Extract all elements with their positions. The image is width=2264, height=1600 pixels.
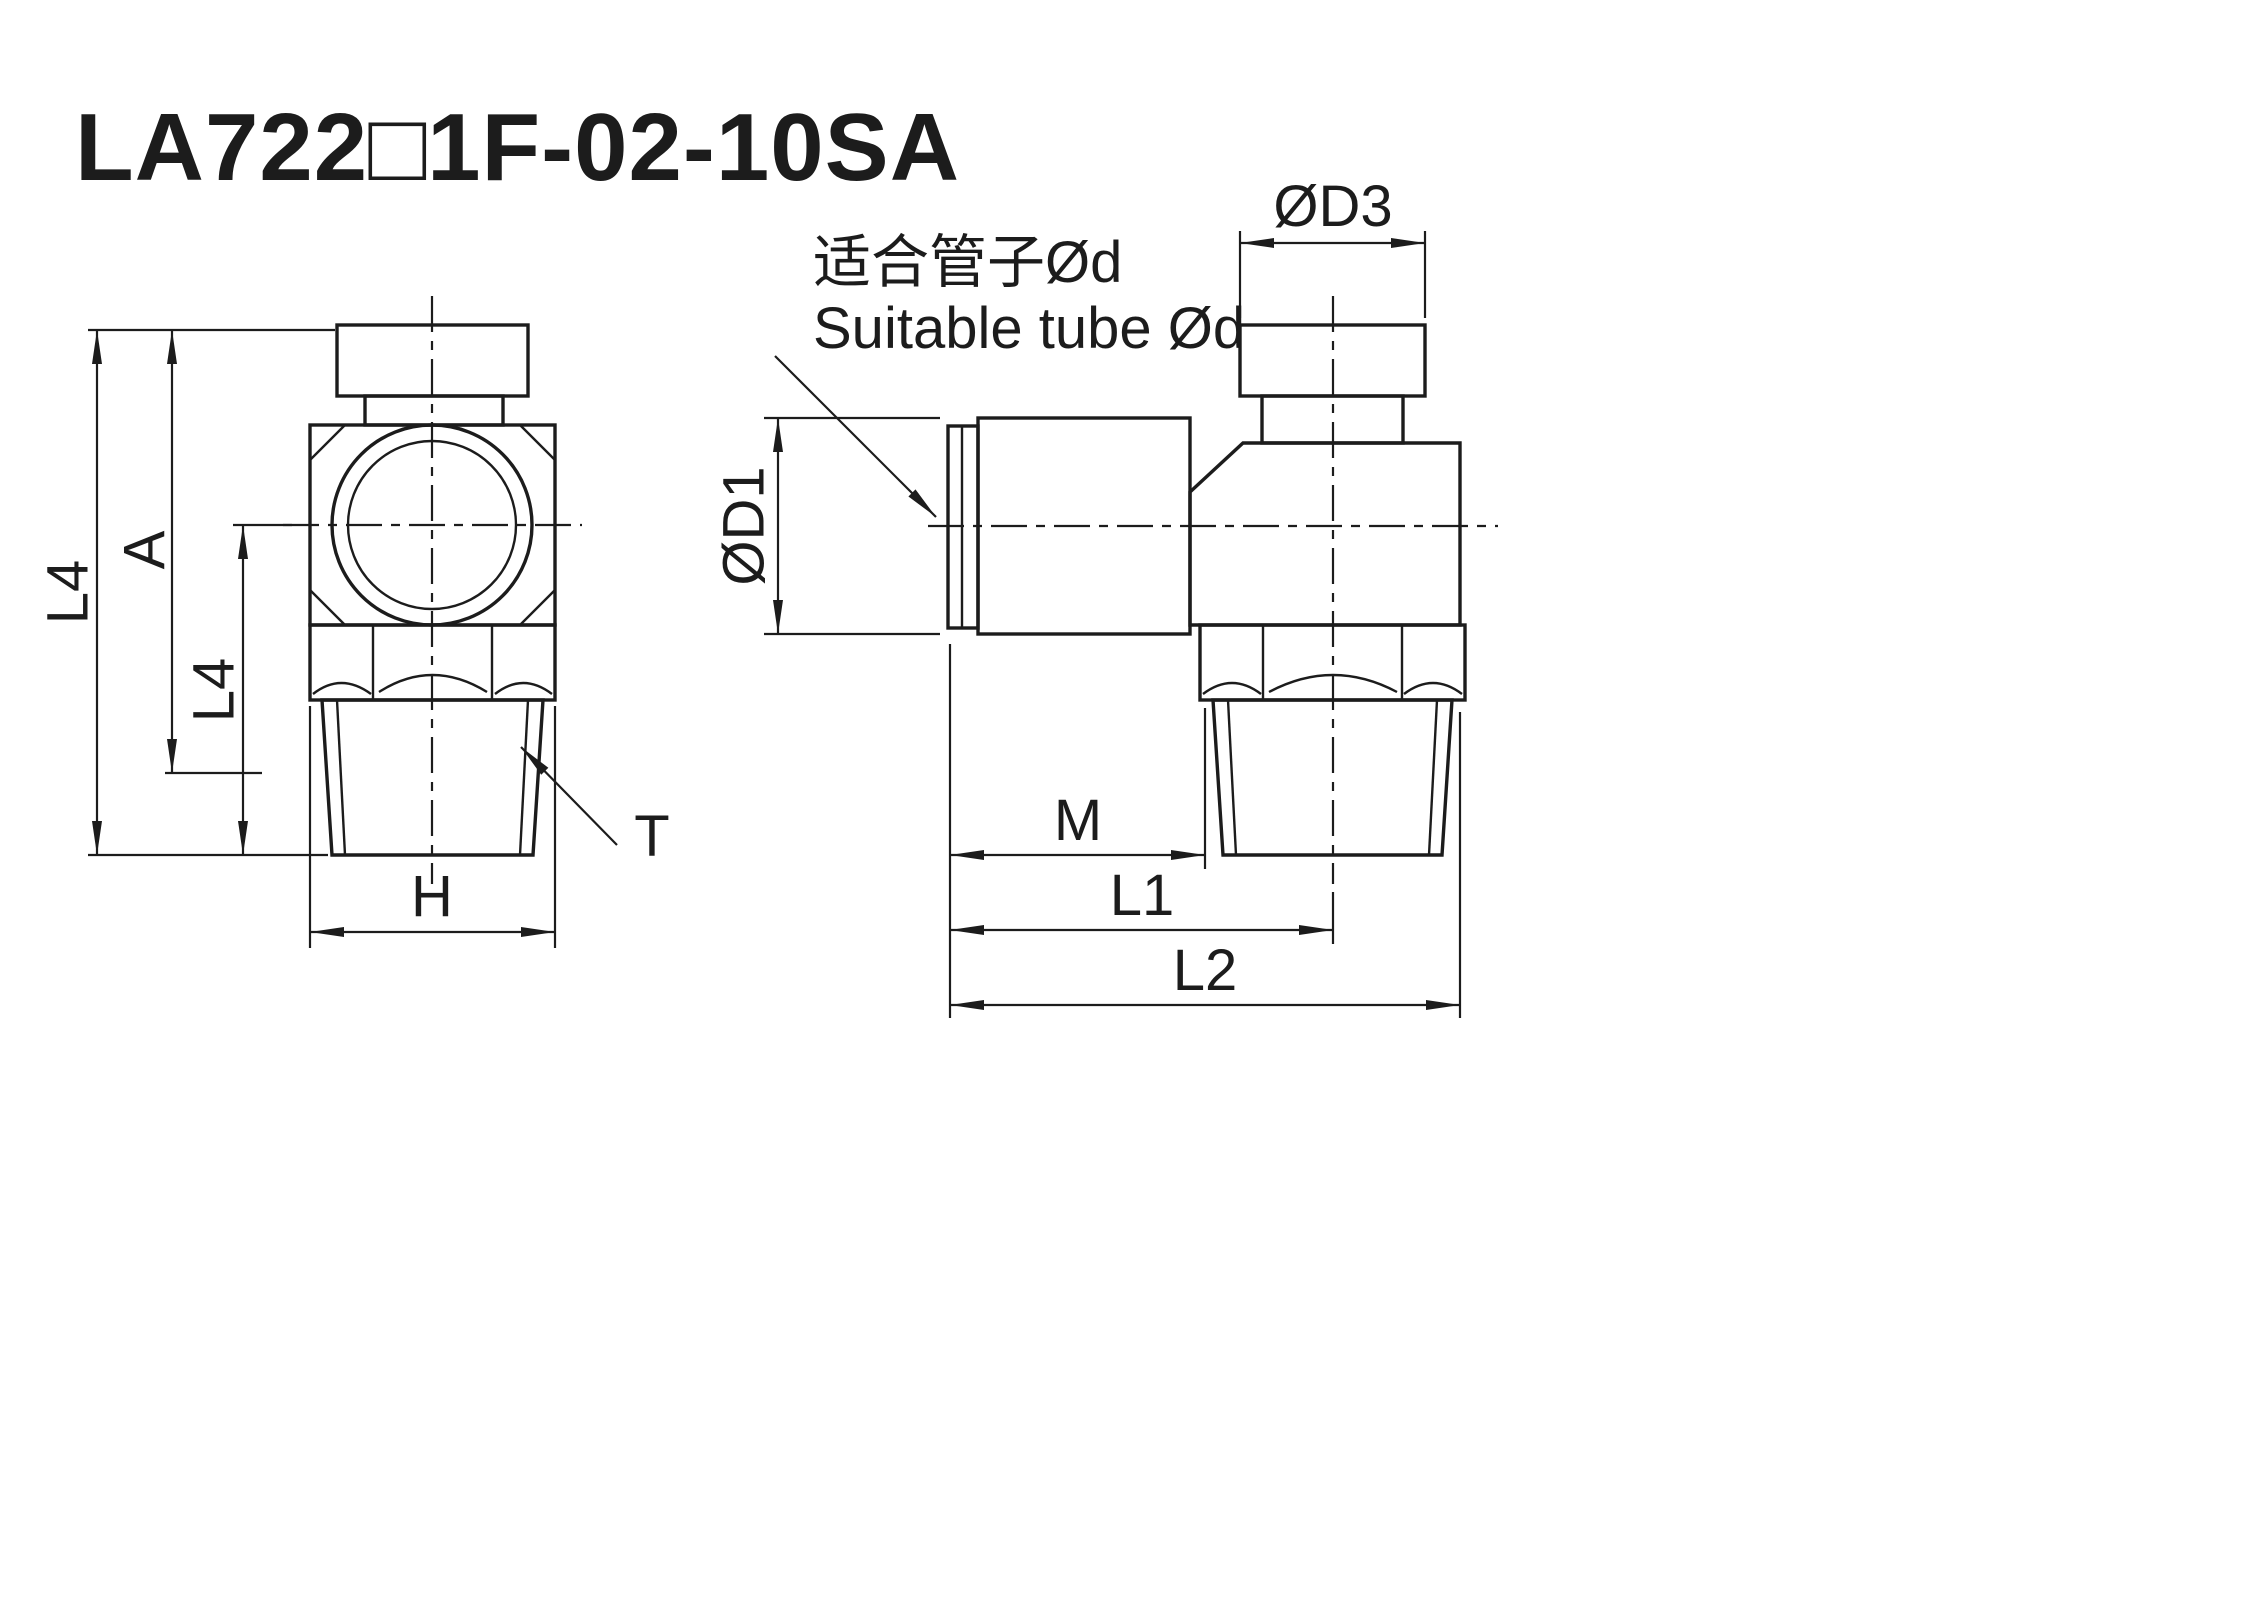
label-l4-outer: L4 (36, 560, 101, 625)
side-view (928, 296, 1498, 884)
side-hex-arc-right (1403, 681, 1463, 695)
front-hex-arc-right (494, 681, 553, 695)
label-l4-inner: L4 (182, 658, 247, 723)
front-neck (363, 394, 505, 427)
front-chamfer-br (519, 589, 556, 626)
front-hex-arc-mid (378, 673, 488, 694)
label-t: T (634, 804, 669, 869)
side-thread-line-left (1226, 699, 1238, 856)
label-d3: ØD3 (1273, 174, 1392, 239)
front-chamfer-bl (309, 589, 346, 626)
side-hex-arc-mid (1268, 673, 1398, 694)
suitable-tube-cn: 适合管子Ød (813, 230, 1122, 295)
side-elbow-body (1188, 441, 1462, 627)
label-a: A (113, 530, 178, 569)
suitable-tube-en: Suitable tube Ød (813, 296, 1245, 361)
side-thread-line-right (1427, 699, 1439, 856)
leader-t (520, 746, 618, 846)
side-dimensions: ØD3 ØD1 M L1 L2 (712, 174, 1462, 1018)
label-l1: L1 (1110, 863, 1175, 928)
front-chamfer-tl (309, 424, 346, 461)
front-view (283, 296, 582, 884)
part-number-title: LA722□1F-02-10SA (75, 94, 960, 201)
front-thread-line-left (335, 699, 347, 856)
front-hex-arc-left (312, 681, 372, 695)
side-thread (1211, 698, 1454, 857)
leader-suitable-tube (774, 355, 937, 518)
front-port-inner-circle (346, 439, 518, 611)
side-neck (1260, 394, 1405, 445)
front-chamfer-tr (519, 424, 556, 461)
side-hex-arc-left (1202, 681, 1262, 695)
front-thread-line-right (518, 699, 530, 856)
front-dimensions: L4 A L4 T H (36, 328, 670, 948)
label-h: H (411, 864, 453, 929)
label-d1: ØD1 (712, 466, 777, 585)
label-l2: L2 (1173, 938, 1238, 1003)
annotations: LA722□1F-02-10SA 适合管子Ød Suitable tube Ød (75, 94, 1245, 361)
label-m: M (1054, 788, 1102, 853)
front-thread (320, 698, 545, 857)
